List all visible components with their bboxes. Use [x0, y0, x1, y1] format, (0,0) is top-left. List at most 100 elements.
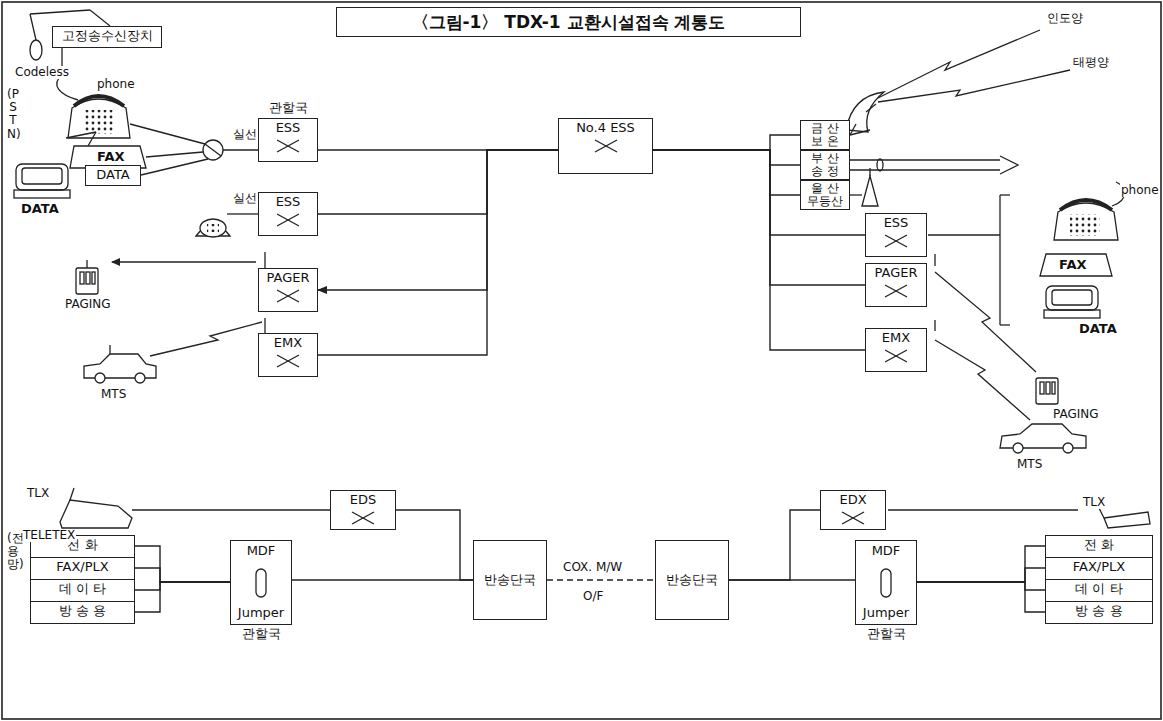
node-label: 금 산 보 온	[804, 122, 846, 147]
connector-line	[135, 546, 230, 582]
car	[1013, 443, 1023, 453]
connector-line	[396, 510, 473, 580]
connector-line	[653, 150, 865, 235]
mdf-box: MDFJumper관할국	[855, 540, 917, 625]
connector-line	[917, 568, 1045, 582]
service-cell: 데 이 타	[1045, 579, 1153, 602]
data-terminal	[1046, 286, 1098, 310]
data-terminal	[16, 164, 68, 190]
teletype	[60, 500, 132, 528]
node-label: DATA	[96, 168, 130, 183]
rotary-phone	[200, 219, 226, 237]
car	[1063, 443, 1073, 453]
node-label: PAGER	[267, 271, 310, 286]
codeless-phone	[30, 14, 36, 40]
switch-symbol	[883, 348, 909, 364]
connector-line	[729, 579, 855, 580]
pager	[86, 260, 87, 268]
car	[95, 373, 105, 383]
device-box: 고정송수신장치	[52, 26, 162, 48]
text-label: TLX	[26, 487, 50, 500]
desk-phone	[74, 96, 124, 106]
radio-link	[935, 340, 1030, 420]
terminal-station-box: 반송단국	[473, 540, 547, 620]
antenna	[934, 320, 935, 331]
switch-symbol	[595, 140, 617, 152]
jumper-symbol	[253, 568, 269, 598]
diagram-title: 〈그림-1〉 TDX-1 교환시설접속 계통도	[336, 7, 801, 37]
antenna-tower	[869, 168, 870, 176]
device-bracket	[999, 195, 1000, 325]
service-cell: FAX/PLX	[1045, 557, 1153, 580]
connector-line	[292, 579, 473, 580]
antenna	[934, 254, 935, 266]
connector-line	[653, 150, 800, 195]
switch-box: PAGER	[258, 268, 318, 312]
text-label: 인도양	[1046, 12, 1084, 25]
text-label: 태평양	[1072, 56, 1110, 69]
switch-symbol	[277, 214, 299, 226]
service-cell: 전 화	[1045, 535, 1153, 558]
node-label: EMX	[882, 331, 910, 346]
switch-box: PAGER	[865, 263, 927, 307]
junction	[141, 159, 208, 175]
connector-line	[917, 582, 1045, 612]
antenna-tower	[850, 168, 878, 206]
switch-box: No.4 ESS	[558, 118, 653, 174]
switch-symbol	[277, 290, 299, 302]
node-label: PAGER	[875, 266, 918, 281]
node-label: 데 이 타	[1075, 582, 1122, 597]
jumper-symbol	[881, 569, 891, 597]
connector-line	[653, 150, 865, 350]
office-label: 관할국	[242, 627, 281, 642]
pager	[1046, 382, 1050, 394]
radio-link	[878, 70, 1070, 102]
text-label: O/F	[582, 590, 604, 603]
jumper-symbol	[878, 568, 894, 598]
data-terminal	[1044, 310, 1100, 318]
pager	[1040, 382, 1044, 394]
junction	[130, 124, 205, 144]
node-label: 고정송수신장치	[62, 29, 153, 44]
desk-phone	[68, 96, 130, 138]
node-label: 전 화	[1084, 538, 1114, 553]
text-label: TLX	[1082, 496, 1106, 509]
car	[109, 345, 110, 354]
antenna	[264, 252, 265, 268]
desk-phone	[1070, 214, 1100, 236]
switch-symbol	[352, 512, 374, 524]
antenna-tower	[862, 176, 878, 206]
service-cell: 방 송 용	[30, 601, 135, 624]
pager	[76, 268, 98, 294]
teletype	[1104, 512, 1150, 528]
switch-symbol	[885, 350, 907, 362]
text-label: 실선	[232, 192, 258, 205]
switch-symbol	[885, 350, 907, 362]
switch-symbol	[277, 355, 299, 367]
node-label: ESS	[276, 195, 301, 210]
device-bracket	[1000, 324, 1010, 325]
connector-line	[547, 579, 655, 580]
text-label: phone	[1120, 184, 1160, 197]
service-cell: 데 이 타	[30, 579, 135, 602]
mdf-box: MDFJumper관할국	[230, 540, 292, 625]
satellite-dish	[866, 104, 876, 112]
text-label: FAX	[1058, 258, 1087, 272]
connector-line	[318, 150, 558, 290]
connector-line	[318, 150, 558, 355]
car	[1000, 424, 1086, 448]
switch-box: 관할국ESS	[258, 118, 318, 162]
switch-symbol	[275, 138, 301, 154]
node-label: 방 송 용	[1075, 604, 1122, 619]
codeless-phone	[30, 10, 90, 14]
switch-symbol	[275, 353, 301, 369]
switch-symbol	[842, 512, 864, 524]
text-label: DATA	[20, 202, 60, 216]
switch-box: EDX	[820, 490, 886, 530]
switch-symbol	[885, 235, 907, 247]
node-label: 반송단국	[484, 573, 536, 588]
radio-arrow	[112, 261, 256, 262]
switch-symbol	[593, 138, 619, 154]
service-cell: FAX/PLX	[30, 557, 135, 580]
